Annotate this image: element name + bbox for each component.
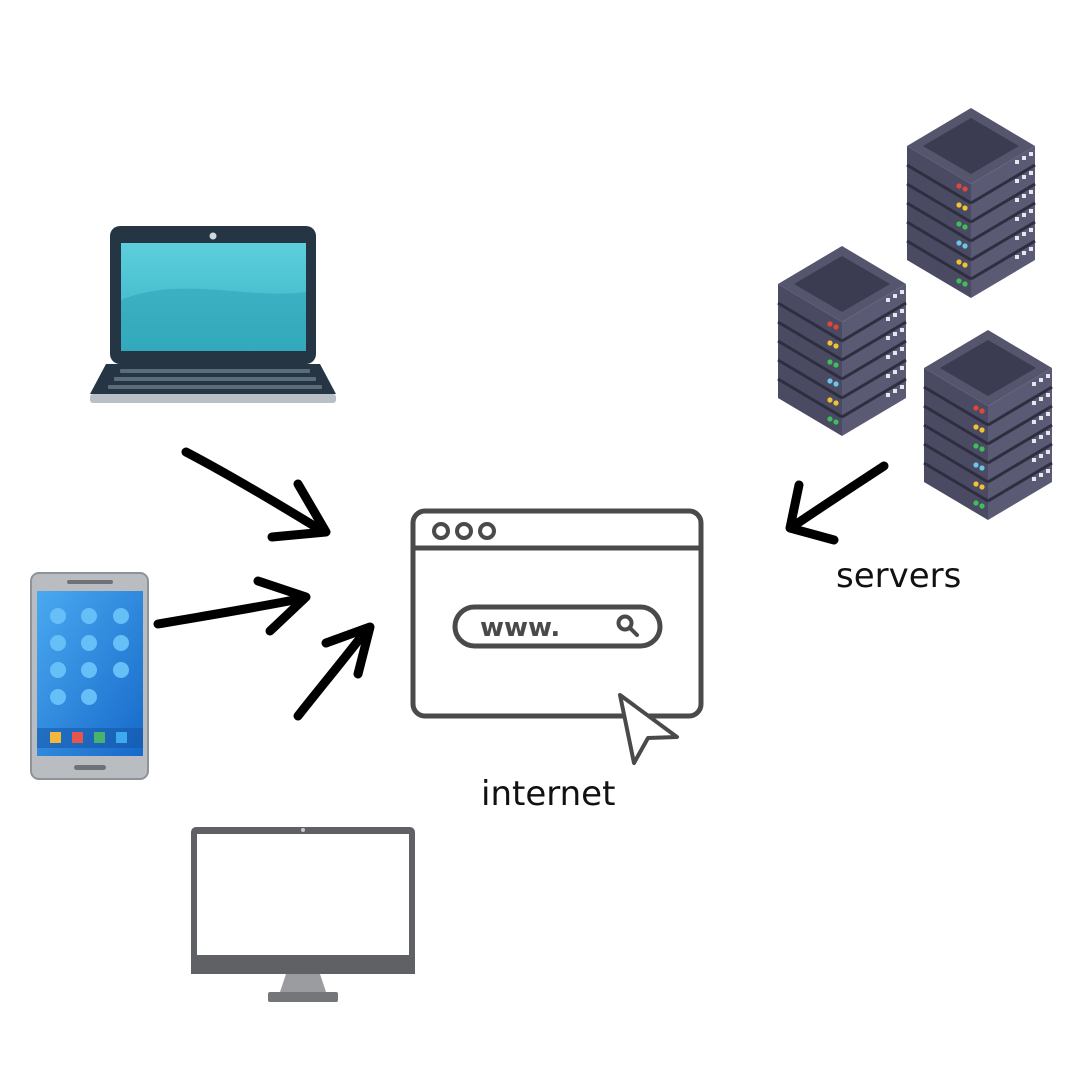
smartphone-icon	[30, 572, 149, 780]
desktop-monitor-icon	[191, 827, 415, 1002]
url-text: www.	[480, 613, 560, 643]
mouse-cursor-icon	[618, 693, 679, 765]
arrow-monitor-to-internet	[293, 622, 375, 721]
url-bar	[452, 604, 663, 649]
arrow-phone-to-internet	[153, 576, 311, 636]
server-rack-icon	[776, 106, 1054, 522]
servers-label: servers	[836, 556, 961, 596]
arrow-laptop-to-internet	[181, 447, 331, 542]
laptop-icon	[90, 226, 336, 403]
magnifier-icon	[616, 614, 639, 637]
browser-window-icon: www.	[410, 508, 704, 719]
arrow-servers-to-internet	[785, 461, 889, 545]
internet-label: internet	[481, 774, 615, 814]
